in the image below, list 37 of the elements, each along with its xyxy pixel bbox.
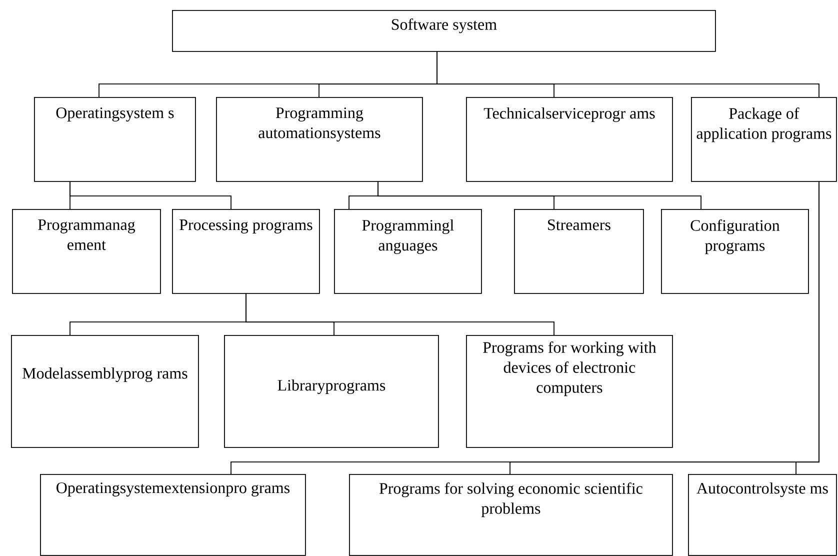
box bbox=[514, 209, 644, 294]
box-label: Autocontrolsyste ms bbox=[696, 482, 828, 497]
box-label: Programmanag ement bbox=[38, 219, 136, 250]
connector bbox=[246, 293, 554, 336]
connector bbox=[436, 51, 820, 98]
box bbox=[172, 209, 320, 294]
box bbox=[12, 209, 161, 294]
box bbox=[688, 474, 837, 556]
box bbox=[40, 474, 306, 556]
box bbox=[691, 97, 837, 182]
box-label: Programs for working with devices of electronic computers bbox=[483, 341, 656, 396]
box bbox=[466, 97, 673, 182]
connector bbox=[378, 181, 702, 210]
box bbox=[11, 335, 199, 448]
box bbox=[216, 97, 423, 182]
box-label: Processing programs bbox=[180, 219, 312, 234]
box-label: Programs for solving economic scientific problems bbox=[379, 482, 642, 518]
box-label: Streamers bbox=[548, 219, 610, 230]
box bbox=[349, 474, 673, 556]
box-label: Operatingsystem s bbox=[56, 107, 174, 122]
box-label: Configuration programs bbox=[690, 219, 780, 254]
box-label: Package of application programs bbox=[696, 107, 832, 142]
box bbox=[34, 97, 196, 182]
connector bbox=[70, 181, 232, 210]
connector bbox=[796, 181, 820, 474]
box-label: Programming automationsystems bbox=[258, 107, 380, 142]
box bbox=[466, 335, 673, 448]
box bbox=[172, 10, 716, 52]
box bbox=[661, 209, 809, 294]
box bbox=[224, 335, 439, 448]
box-label: Software system bbox=[392, 18, 497, 34]
box-label: Libraryprograms bbox=[278, 379, 386, 394]
box-label: Operatingsystemextensionpro grams bbox=[56, 482, 290, 496]
box-label: Programmingl anguages bbox=[362, 219, 454, 254]
box bbox=[334, 209, 482, 294]
box-label: Modelassemblyprog rams bbox=[22, 367, 188, 382]
box-label: Technicalserviceprogr ams bbox=[484, 107, 655, 122]
